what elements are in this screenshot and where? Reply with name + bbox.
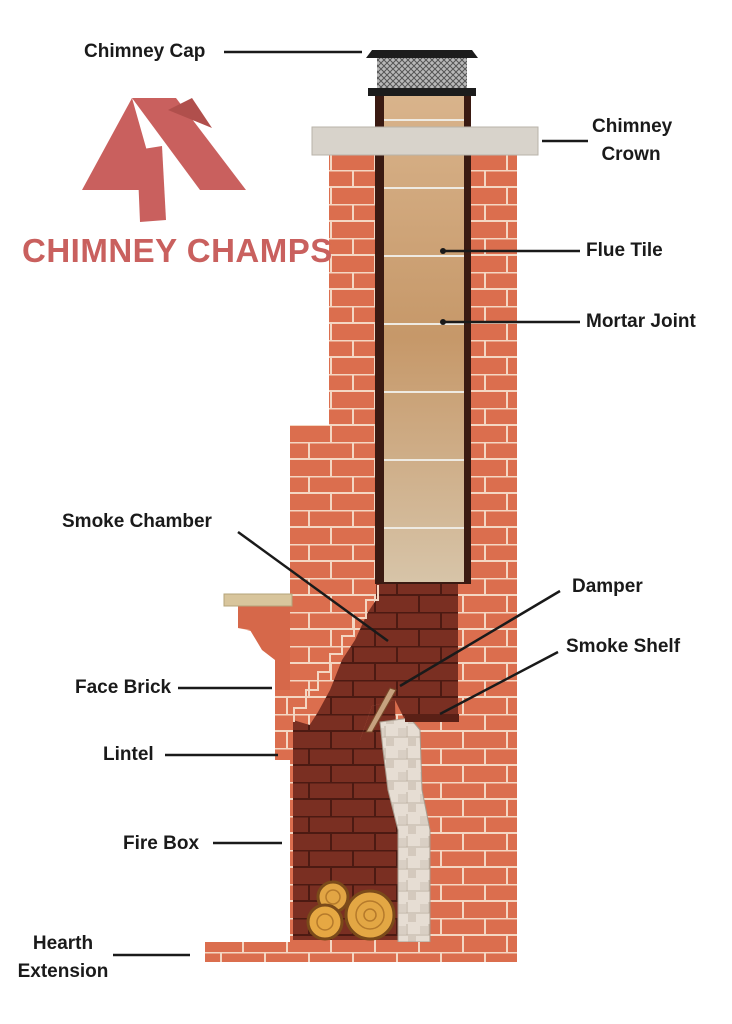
label-hearth-extension-line1: Hearth — [32, 933, 94, 954]
mantel-shelf — [223, 593, 293, 607]
label-lintel: Lintel — [103, 744, 154, 765]
label-smoke-shelf: Smoke Shelf — [566, 636, 681, 657]
label-fire-box: Fire Box — [123, 833, 200, 854]
label-smoke-chamber: Smoke Chamber — [62, 511, 212, 532]
label-chimney-cap: Chimney Cap — [84, 41, 206, 62]
flue-tile — [384, 92, 464, 582]
leader-lines — [113, 50, 588, 957]
label-chimney-crown-line2: Crown — [601, 144, 661, 165]
chimney-crown — [311, 126, 539, 156]
firewood-logs — [306, 880, 396, 941]
fire-box — [293, 700, 400, 940]
brand-wordmark: CHIMNEY CHAMPS — [22, 232, 333, 269]
chimney-cap — [366, 50, 478, 96]
smoke-shelf — [405, 714, 459, 722]
damper-plate — [365, 687, 397, 733]
smoke-chamber-steps — [293, 585, 379, 722]
face-brick-corbel — [238, 604, 290, 690]
label-chimney-crown-line1: Chimney — [592, 116, 673, 137]
label-flue-tile: Flue Tile — [586, 240, 663, 261]
label-hearth-extension-line2: Extension — [17, 961, 109, 982]
hearth-extension — [205, 942, 517, 962]
label-damper: Damper — [572, 576, 643, 597]
logo — [82, 98, 246, 222]
label-mortar-joint: Mortar Joint — [586, 311, 696, 332]
label-face-brick: Face Brick — [75, 677, 172, 698]
leader-dots — [440, 248, 446, 325]
flue-joints — [384, 119, 464, 529]
